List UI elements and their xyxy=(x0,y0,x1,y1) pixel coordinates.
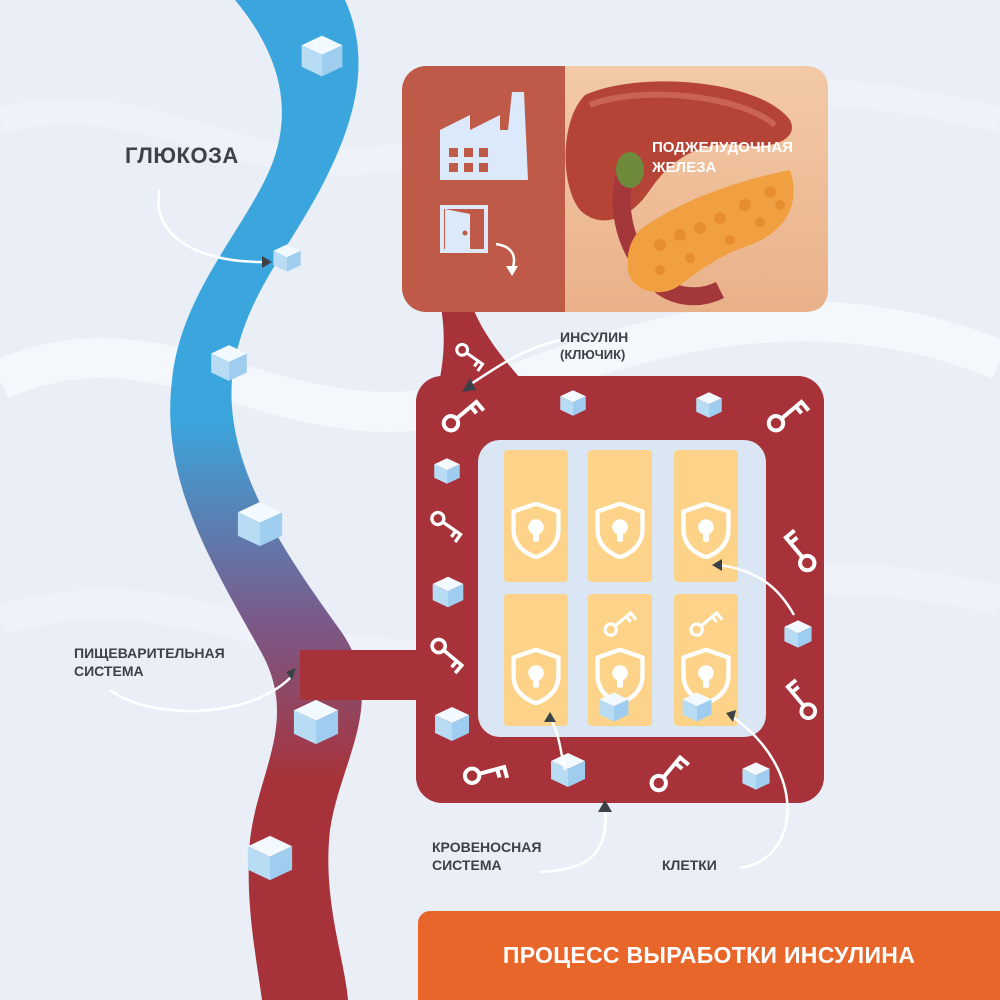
glucose-label: ГЛЮКОЗА xyxy=(125,143,239,168)
pancreas-label: ПОДЖЕЛУДОЧНАЯ ЖЕЛЕЗА xyxy=(652,138,832,177)
factory-icon xyxy=(440,92,528,180)
cells-grid xyxy=(504,450,738,726)
annotation-arrows xyxy=(109,189,796,874)
blood-label-line2: СИСТЕМА xyxy=(432,857,502,874)
blood-connector xyxy=(300,650,420,700)
pancreas-connector xyxy=(440,300,520,378)
digestive-label-line2: СИСТЕМА xyxy=(74,663,144,680)
insulin-label-line1: ИНСУЛИН xyxy=(560,329,629,345)
pancreas-illustration xyxy=(565,66,828,312)
title-banner: ПРОЦЕСС ВЫРАБОТКИ ИНСУЛИНА xyxy=(418,911,1000,1000)
pancreas-label-line1: ПОДЖЕЛУДОЧНАЯ xyxy=(652,139,793,156)
digestive-system-label: ПИЩЕВАРИТЕЛЬНАЯ СИСТЕМА xyxy=(74,644,225,680)
blood-system-label: КРОВЕНОСНАЯ СИСТЕМА xyxy=(432,838,541,874)
cells-label: КЛЕТКИ xyxy=(662,857,717,873)
digestive-blood-river xyxy=(170,0,362,1000)
title-text: ПРОЦЕСС ВЫРАБОТКИ ИНСУЛИНА xyxy=(502,942,916,968)
digestive-label-line1: ПИЩЕВАРИТЕЛЬНАЯ xyxy=(74,645,225,661)
blood-label-line1: КРОВЕНОСНАЯ xyxy=(432,839,542,855)
arrow-heads xyxy=(262,256,736,812)
pancreas-label-line2: ЖЕЛЕЗА xyxy=(652,158,717,176)
door-icon xyxy=(440,205,488,253)
door-arrowhead xyxy=(506,266,518,276)
insulin-label: ИНСУЛИН xyxy=(560,328,628,346)
insulin-label-line2: (ключик) xyxy=(560,347,626,362)
